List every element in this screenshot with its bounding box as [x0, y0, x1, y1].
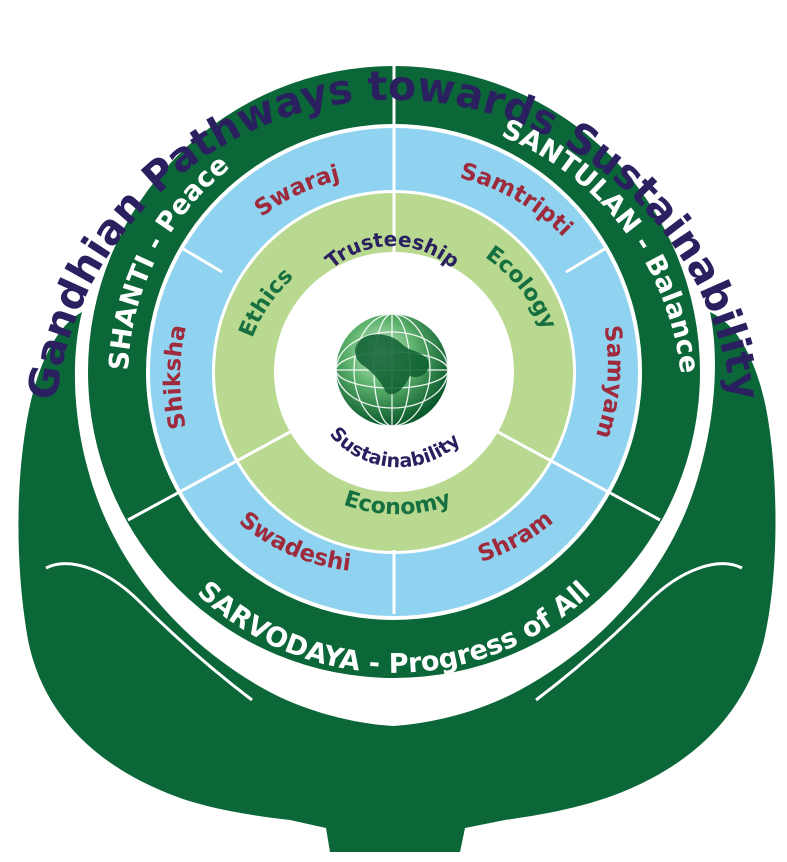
cupped-hands-icon: [18, 312, 776, 852]
globe-icon: [335, 313, 449, 427]
ring-spokes: [127, 66, 661, 614]
thumb-outlines: [45, 562, 743, 702]
